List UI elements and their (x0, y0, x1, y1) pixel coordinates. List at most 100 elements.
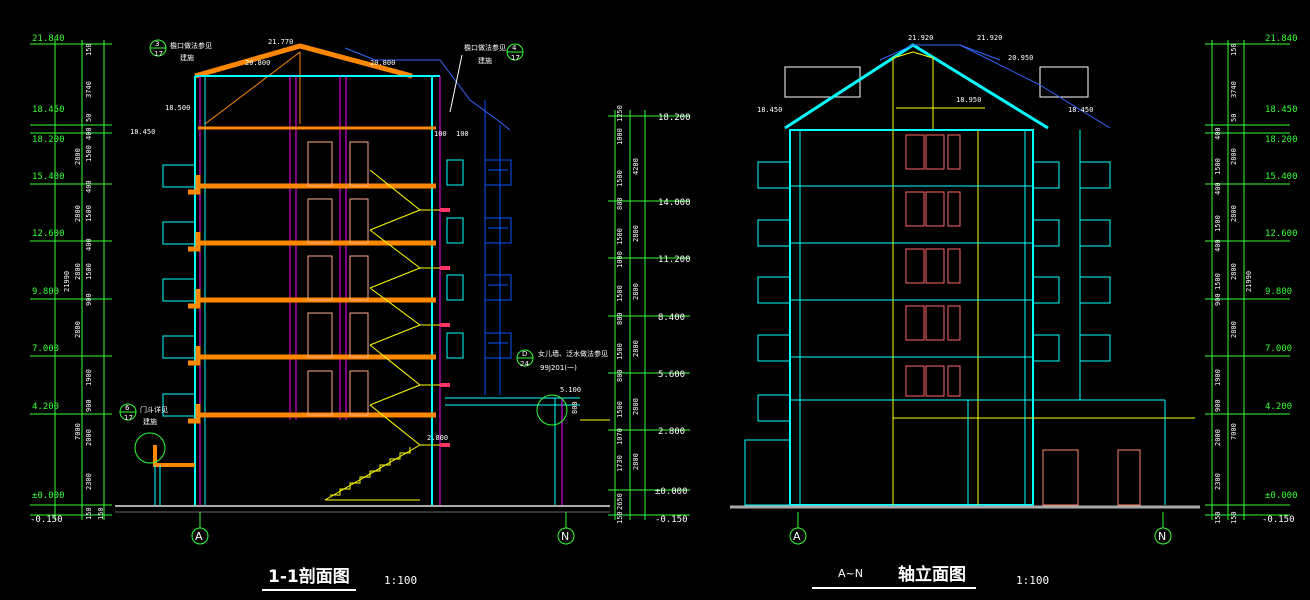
callout-text: 建施 (143, 417, 157, 426)
elevation-right-dimension-texts: 150 3740 50 400 2800 1500 400 2800 1500 … (1214, 43, 1253, 524)
section-left-balconies (162, 164, 196, 417)
dimension-text: 2000 (85, 429, 93, 446)
level-label: 12.600 (1265, 229, 1298, 239)
dimension-text: 150 (616, 511, 624, 524)
section-roof (194, 43, 511, 131)
level-label: 4.200 (1265, 402, 1292, 412)
roof-level-label: 18.950 (956, 96, 981, 104)
drawing-scale: 1:100 (1016, 574, 1049, 587)
dimension-text: 150 (85, 507, 93, 520)
misc-dimension: 800 (571, 401, 579, 414)
roof-level-label: 18.500 (165, 104, 190, 112)
section-entrance-left (153, 445, 195, 505)
dimension-text: 2800 (632, 283, 640, 300)
callout-number: 4 (512, 44, 517, 52)
dimension-text: 400 (1214, 182, 1222, 195)
dimension-text: 2800 (74, 263, 82, 280)
level-label: 12.600 (32, 229, 65, 239)
callout-text: 建施 (180, 53, 194, 62)
detail-callout-6: 6 17 门斗详见 建施 (119, 403, 168, 426)
elevation-windows (905, 134, 961, 397)
detail-callout-3: 3 17 檐口做法参见 建施 (149, 39, 212, 62)
level-label: 2.800 (658, 427, 685, 437)
dimension-text: 150 (1230, 43, 1238, 56)
level-label: -0.150 (1262, 515, 1295, 525)
callout-number: 6 (125, 404, 130, 412)
dimension-text: 900 (1214, 293, 1222, 306)
misc-dimension: 100 (434, 130, 447, 138)
level-label: ±0.000 (32, 491, 65, 501)
level-label: 9.800 (1265, 287, 1292, 297)
dimension-text: 1500 (616, 228, 624, 245)
dimension-text: 2800 (632, 453, 640, 470)
callout-sheet: 17 (154, 50, 163, 58)
dimension-text: 50 (85, 114, 93, 122)
level-label: 15.400 (1265, 172, 1298, 182)
section-left-dimension-texts: 150 3740 50 400 2800 1500 400 2800 1500 … (63, 43, 105, 520)
dimension-text: 2650 (616, 493, 624, 510)
elevation-drawing: 21.920 21.920 20.950 18.950 18.450 18.45… (730, 34, 1298, 589)
dimension-text: 2800 (1230, 148, 1238, 165)
dimension-text: 400 (1214, 127, 1222, 140)
elevation-left-balconies (757, 161, 791, 422)
section-top-labels: 21.770 20.800 20.800 18.500 18.450 2.800… (130, 38, 581, 442)
elevation-top-labels: 21.920 21.920 20.950 18.950 18.450 18.45… (757, 34, 1093, 114)
level-label: 11.200 (658, 255, 691, 265)
dimension-text: 150 (1214, 511, 1222, 524)
elevation-right-level-labels: 21.840 18.450 18.200 15.400 12.600 9.800… (1262, 34, 1298, 525)
level-label: 4.200 (32, 402, 59, 412)
roof-level-label: 20.800 (245, 59, 270, 67)
dimension-text: 400 (1214, 239, 1222, 252)
elevation-right-balconies (1032, 130, 1111, 400)
section-walls (194, 76, 441, 505)
level-label: ±0.000 (1265, 491, 1298, 501)
level-label: 15.400 (32, 172, 65, 182)
level-label: 21.840 (32, 34, 65, 44)
level-label: 5.600 (658, 370, 685, 380)
dimension-text: 150 (1230, 511, 1238, 524)
callout-sheet: 17 (124, 414, 133, 422)
dimension-text: 2800 (74, 205, 82, 222)
roof-level-label: 21.920 (908, 34, 933, 42)
level-label: 14.000 (658, 198, 691, 208)
section-title-block: 1-1剖面图 1:100 (262, 566, 417, 591)
callout-number: 3 (155, 40, 159, 48)
dimension-text: 1730 (616, 455, 624, 472)
roof-level-label: 21.770 (268, 38, 293, 46)
section-staircase (324, 169, 440, 501)
section-right-windows (446, 159, 464, 359)
axis-label: N (561, 530, 569, 543)
dimension-text: 1500 (1214, 273, 1222, 290)
title-axes: A~N (838, 567, 863, 580)
detail-callout-circle (536, 394, 568, 426)
callout-sheet: 17 (511, 54, 520, 62)
detail-callout-4: 4 17 檐口做法参见 建施 (449, 43, 524, 113)
level-label: ±0.000 (655, 487, 688, 497)
dimension-text: 2800 (1230, 263, 1238, 280)
dimension-text: 2800 (632, 398, 640, 415)
dimension-text: 800 (616, 197, 624, 210)
callout-text: 门斗详见 (140, 405, 168, 414)
elevation-title-block: A~N 轴立面图 1:100 (812, 564, 1049, 589)
dimension-text: 2000 (1214, 429, 1222, 446)
level-label: 18.200 (658, 113, 691, 123)
roof-level-label: 18.450 (1068, 106, 1093, 114)
elevation-facade (789, 129, 1034, 506)
axis-marker-n-elevation: N (1154, 512, 1172, 545)
stair-landings (440, 208, 450, 447)
level-label: -0.150 (30, 515, 63, 525)
axis-marker-a-section: A (191, 512, 209, 545)
dimension-text: 400 (85, 180, 93, 193)
misc-dimension: 100 (456, 130, 469, 138)
dimension-text: 7000 (1230, 423, 1238, 440)
dimension-text: 150 (97, 507, 105, 520)
elevation-roof (784, 43, 1111, 130)
level-label: 7.000 (32, 344, 59, 354)
dimension-total: 21990 (63, 271, 71, 292)
detail-callout-d: D 24 女儿墙、泛水做法参见 99J201(一) (516, 349, 608, 372)
detail-callout-circle (134, 432, 166, 464)
dimension-text: 900 (85, 293, 93, 306)
callout-text: 女儿墙、泛水做法参见 (538, 349, 608, 358)
dimension-text: 2800 (74, 321, 82, 338)
